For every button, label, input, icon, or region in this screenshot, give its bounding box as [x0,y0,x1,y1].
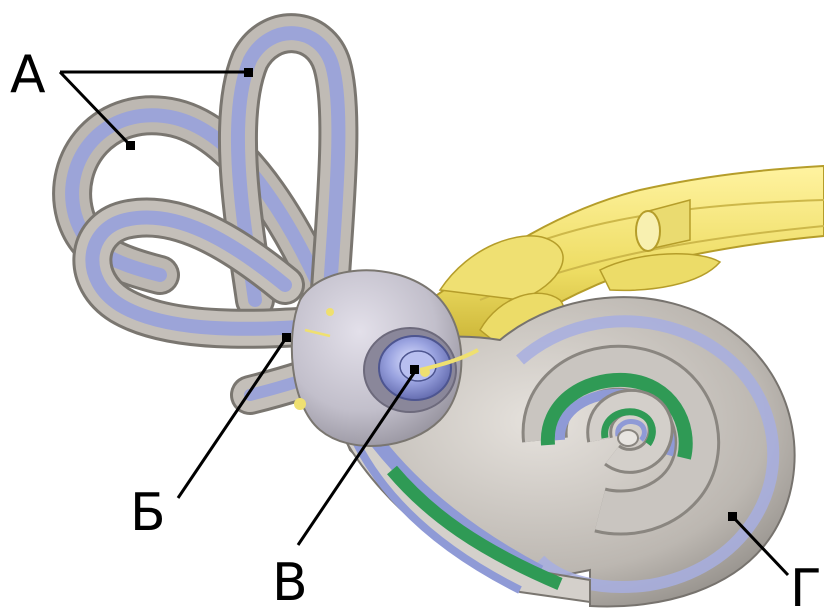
label-g: Г [790,559,822,610]
label-b: Б [130,483,166,543]
label-v: В [272,553,308,610]
marker-b [282,333,291,342]
marker-v [410,365,419,374]
marker-g [728,512,737,521]
marker-a-upper [244,68,253,77]
leader-b [178,338,286,498]
label-a: А [10,45,46,105]
marker-a-lower [126,141,135,150]
